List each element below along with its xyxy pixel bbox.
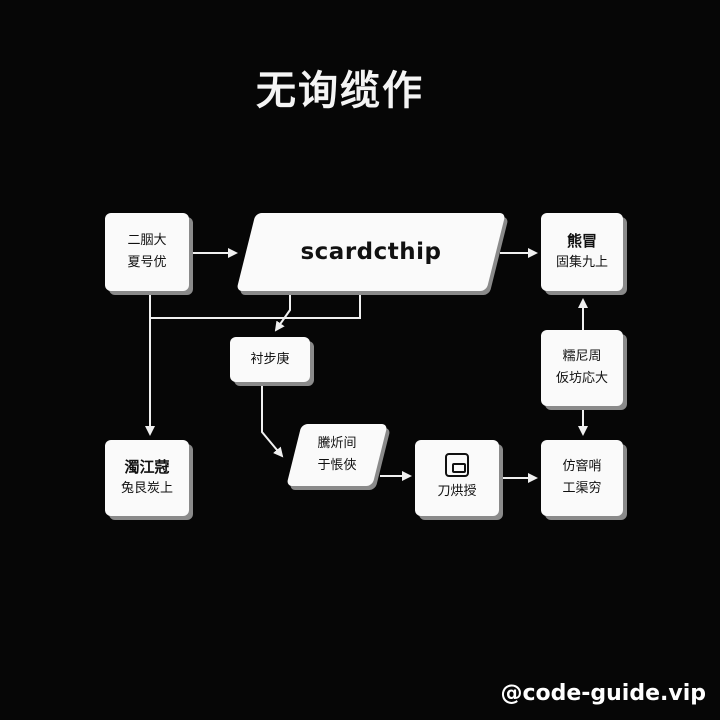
node-bottom-left[interactable]: 濁江蒄 兔艮炭上 <box>105 440 189 516</box>
node-top-left-line1: 二胭大 <box>127 233 167 248</box>
node-top-right-line2: 固集九上 <box>555 255 608 270</box>
node-doc[interactable]: 刀烘授 <box>415 440 499 516</box>
node-center-label: scardcthip <box>300 239 442 265</box>
node-bottom-left-line2: 兔艮炭上 <box>120 481 173 496</box>
diagram-title: 无询缆作 <box>256 68 424 114</box>
watermark-text: @code-guide.vip <box>500 681 706 706</box>
node-slant-small-line2: 于悵俠 <box>317 458 357 473</box>
node-top-left[interactable]: 二胭大 夏号优 <box>105 213 189 291</box>
arrow-midsmall-to-slant <box>261 384 284 458</box>
node-slant-small-line1: 騰炘间 <box>317 436 357 451</box>
node-bottom-left-line1: 濁江蒄 <box>124 458 170 476</box>
node-bottom-right[interactable]: 仿窨哨 工渠穷 <box>541 440 623 516</box>
node-bottom-right-line2: 工渠穷 <box>562 481 602 496</box>
node-center[interactable]: scardcthip <box>236 213 506 291</box>
node-right-mid-line1: 糯尼周 <box>562 349 602 364</box>
line-center-loop <box>149 292 361 319</box>
node-right-mid[interactable]: 糯尼周 仮坊応大 <box>541 330 623 406</box>
node-right-mid-line2: 仮坊応大 <box>555 371 608 386</box>
node-top-right[interactable]: 熊冒 固集九上 <box>541 213 623 291</box>
node-top-left-line2: 夏号优 <box>127 255 167 270</box>
node-doc-label: 刀烘授 <box>437 484 477 499</box>
document-icon <box>445 453 469 477</box>
node-slant-small[interactable]: 騰炘间 于悵俠 <box>286 424 388 486</box>
node-mid-small-label: 衬步庚 <box>250 351 290 367</box>
node-top-right-line1: 熊冒 <box>566 232 597 250</box>
node-mid-small[interactable]: 衬步庚 <box>230 337 310 382</box>
node-bottom-right-line1: 仿窨哨 <box>562 459 602 474</box>
arrow-center-to-midsmall <box>274 292 291 332</box>
